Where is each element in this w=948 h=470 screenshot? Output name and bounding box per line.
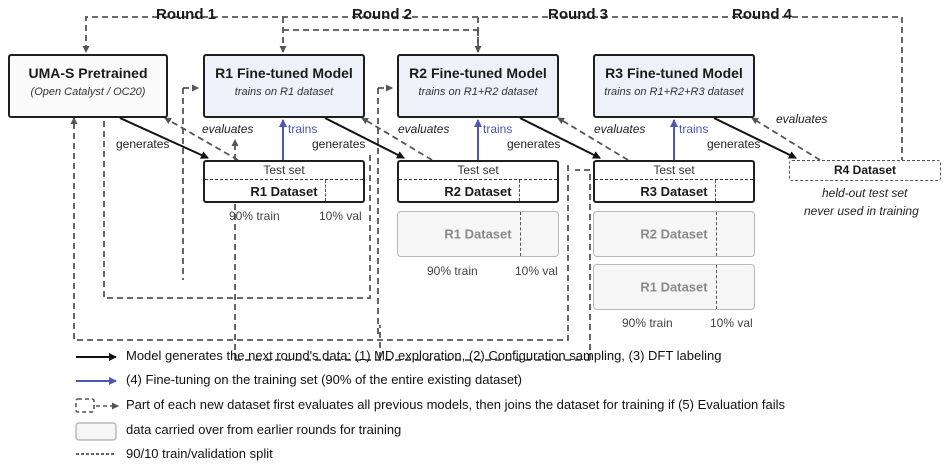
legend-carried-box xyxy=(75,422,117,441)
generates-label-2: generates xyxy=(312,137,366,151)
dataset-name: R3 Dataset xyxy=(640,184,708,199)
round-1-header: Round 1 xyxy=(156,6,216,23)
train-val-split-line xyxy=(715,212,717,256)
evaluates-label-4: evaluates xyxy=(776,112,828,126)
round-2-header: Round 2 xyxy=(352,6,412,23)
model-title: R2 Fine-tuned Model xyxy=(409,65,547,81)
test-set-label: Test set xyxy=(263,163,305,177)
train-val-split-line xyxy=(325,180,327,201)
model-subtitle: trains on R1+R2+R3 dataset xyxy=(604,86,744,98)
train-val-split-line xyxy=(715,180,717,201)
legend-generates-text: Model generates the next round's data: (… xyxy=(126,348,722,363)
evaluates-label-3: evaluates xyxy=(594,122,646,136)
feedback-top-bus xyxy=(82,16,903,163)
r3-dataset-box: Test set R3 Dataset xyxy=(593,160,755,203)
r2-dataset-box: Test set R2 Dataset xyxy=(397,160,559,203)
model-subtitle: trains on R1+R2 dataset xyxy=(418,86,538,98)
dataset-name: R1 Dataset xyxy=(444,226,512,242)
trains-label-1: trains xyxy=(288,122,318,136)
train-val-split-line xyxy=(519,180,521,201)
r3-finetuned-model: R3 Fine-tuned Model trains on R1+R2+R3 d… xyxy=(593,54,755,118)
test-set-divider xyxy=(595,179,753,180)
model-title: UMA-S Pretrained xyxy=(28,65,148,81)
legend-new-dataset-box xyxy=(75,398,95,413)
trains-label-2: trains xyxy=(483,122,513,136)
carried-r1-dataset-round2: R1 Dataset xyxy=(397,211,559,257)
legend-evaluates-text: Part of each new dataset first evaluates… xyxy=(126,397,786,412)
model-subtitle: trains on R1 dataset xyxy=(234,86,334,98)
carried-r2-dataset-round3: R2 Dataset xyxy=(593,211,755,257)
r1-dataset-box: Test set R1 Dataset xyxy=(203,160,365,203)
train-split-label-1: 90% train xyxy=(229,209,280,223)
legend-split-text: 90/10 train/validation split xyxy=(126,446,273,461)
dataset-name: R2 Dataset xyxy=(444,184,512,199)
trains-label-3: trains xyxy=(679,122,709,136)
val-split-label-1: 10% val xyxy=(319,209,362,223)
test-set-divider xyxy=(205,179,363,180)
legend-trains-text: (4) Fine-tuning on the training set (90%… xyxy=(126,372,522,387)
test-set-label: Test set xyxy=(653,163,695,177)
model-title: R1 Fine-tuned Model xyxy=(215,65,353,81)
dataset-name: R1 Dataset xyxy=(640,279,708,295)
trains-arrows xyxy=(279,119,678,160)
val-split-label-3: 10% val xyxy=(710,316,753,330)
legend-carried-text: data carried over from earlier rounds fo… xyxy=(126,422,402,437)
train-split-label-2: 90% train xyxy=(427,264,478,278)
val-split-label-2: 10% val xyxy=(515,264,558,278)
r2-finetuned-model: R2 Fine-tuned Model trains on R1+R2 data… xyxy=(397,54,559,118)
r4-note-never-used: never used in training xyxy=(804,204,919,218)
train-val-split-line xyxy=(715,265,717,309)
dataset-name: R1 Dataset xyxy=(250,184,318,199)
generates-label-4: generates xyxy=(707,137,761,151)
generates-label-3: generates xyxy=(507,137,561,151)
generates-label-1: generates xyxy=(116,137,170,151)
r4-note-heldout: held-out test set xyxy=(822,186,908,200)
train-split-label-3: 90% train xyxy=(622,316,673,330)
evaluates-label-2: evaluates xyxy=(398,122,450,136)
test-set-divider xyxy=(399,179,557,180)
uma-s-pretrained-model: UMA-S Pretrained (Open Catalyst / OC20) xyxy=(8,54,168,118)
train-val-split-line xyxy=(519,212,521,256)
generates-arrows xyxy=(119,117,797,159)
model-subtitle: (Open Catalyst / OC20) xyxy=(30,86,146,98)
round-3-header: Round 3 xyxy=(548,6,608,23)
r4-dataset-box: R4 Dataset xyxy=(789,160,941,181)
evaluates-arrows xyxy=(164,117,821,161)
dataset-name: R2 Dataset xyxy=(640,226,708,242)
legend-symbols xyxy=(75,353,119,455)
test-set-label: Test set xyxy=(457,163,499,177)
evaluates-label-1: evaluates xyxy=(202,122,254,136)
carried-r1-dataset-round3: R1 Dataset xyxy=(593,264,755,310)
r1-finetuned-model: R1 Fine-tuned Model trains on R1 dataset xyxy=(203,54,365,118)
round-4-header: Round 4 xyxy=(732,6,792,23)
model-title: R3 Fine-tuned Model xyxy=(605,65,743,81)
